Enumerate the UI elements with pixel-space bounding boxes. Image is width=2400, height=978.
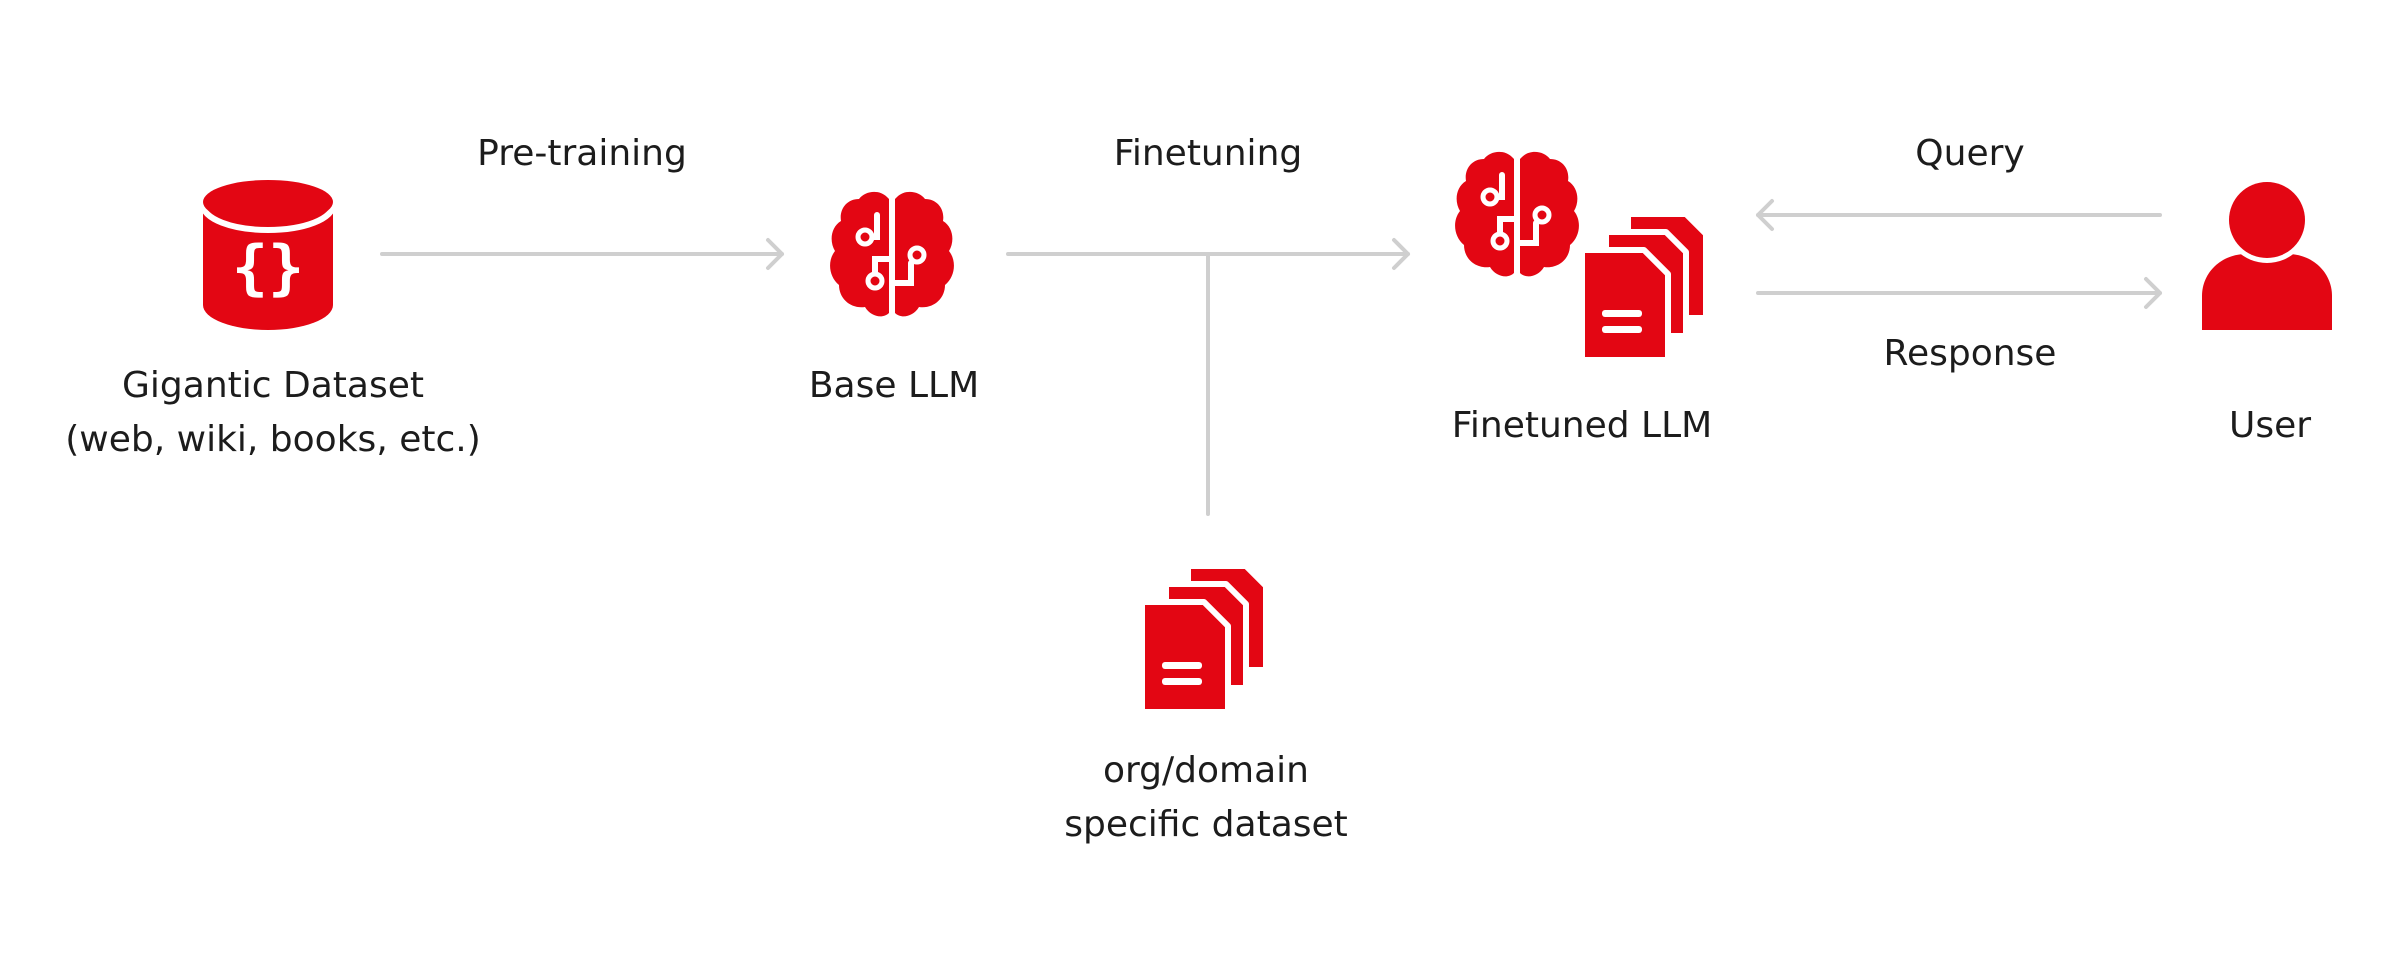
brain-circuit-icon — [1455, 151, 1579, 277]
svg-text:{}: {} — [232, 233, 304, 303]
query-arrow — [1756, 199, 2162, 231]
domain-dataset-label: org/domain specific dataset — [1064, 744, 1348, 852]
dataset-label: Gigantic Dataset (web, wiki, books, etc.… — [65, 359, 481, 467]
brain-circuit-icon — [830, 191, 954, 317]
response-arrow — [1756, 277, 2162, 309]
response-label: Response — [1883, 333, 2057, 374]
documents-stack-icon — [1579, 211, 1709, 362]
finetuning-label: Finetuning — [1113, 133, 1303, 174]
dataset-label-line1: Gigantic Dataset — [122, 365, 424, 406]
dataset-label-line2: (web, wiki, books, etc.) — [65, 419, 481, 460]
user-icon — [2202, 178, 2332, 330]
pretraining-arrow — [380, 238, 784, 270]
database-icon: {} — [203, 180, 333, 330]
base-llm-label: Base LLM — [808, 365, 980, 406]
user-label: User — [2228, 405, 2312, 446]
query-label: Query — [1915, 133, 2025, 174]
documents-stack-icon — [1139, 563, 1269, 714]
domain-dataset-label-line2: specific dataset — [1064, 804, 1348, 845]
finetuned-llm-label: Finetuned LLM — [1451, 405, 1713, 446]
pretraining-label: Pre-training — [477, 133, 687, 174]
domain-dataset-label-line1: org/domain — [1102, 750, 1309, 791]
